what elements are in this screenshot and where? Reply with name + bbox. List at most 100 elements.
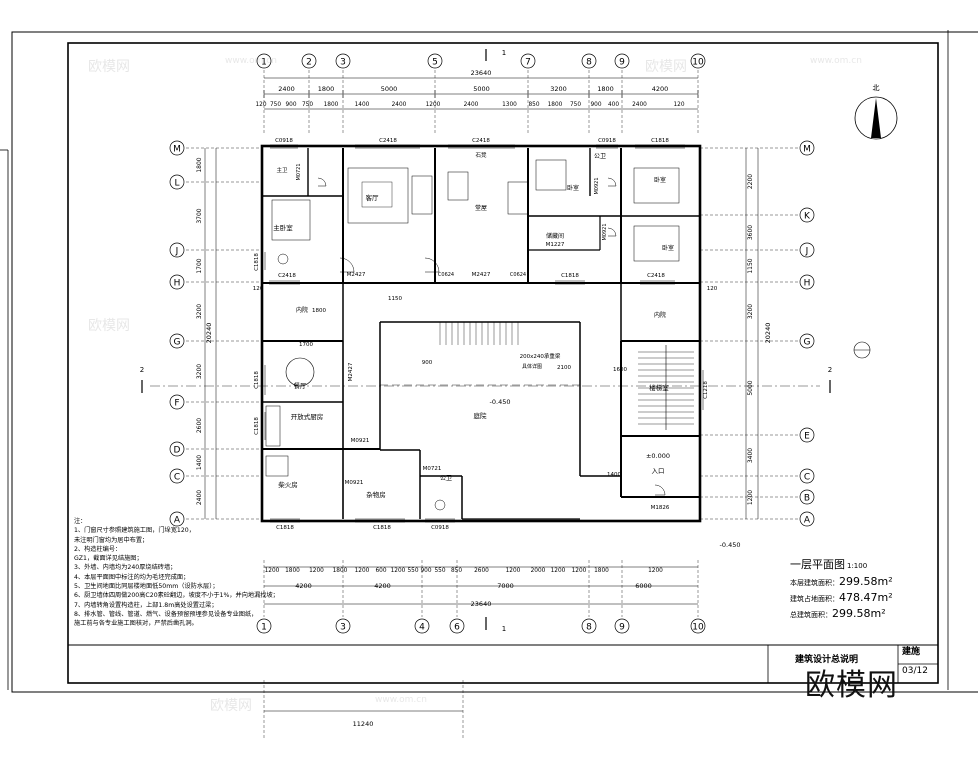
dim-bottom-row2: 1200 <box>572 568 587 574</box>
bed <box>535 159 567 191</box>
window-label: C2418 <box>379 138 397 144</box>
room-sundries: 杂物房 <box>366 490 386 499</box>
axis-left-A-bubble <box>169 511 185 527</box>
axis-top-2: 2 <box>306 58 312 68</box>
dim-top-row2: 400 <box>608 102 619 108</box>
axis-right-J-bubble <box>799 242 815 258</box>
dim-top-row1: 3200 <box>550 85 567 93</box>
dim-bottom-row2: 1200 <box>309 568 324 574</box>
dim-top-row2: 750 <box>570 102 581 108</box>
dim-top-row2: 850 <box>528 102 539 108</box>
dim-top-row2: 1400 <box>355 102 370 108</box>
axis-bottom-6-bubble <box>449 618 465 634</box>
dim-top-row2: 750 <box>270 102 281 108</box>
dim-misc: 900 <box>422 360 433 366</box>
dim-top-row2: 2400 <box>632 102 647 108</box>
axis-right-E: E <box>804 432 810 442</box>
coffee-table <box>361 181 393 208</box>
note-line: 4、本层平面图中标注的均为毛坯完成面； <box>74 573 190 581</box>
room-hall: 堂屋 <box>475 204 487 212</box>
dim-left-seg: 1400 <box>196 455 203 470</box>
watermark-url: www.om.cn <box>375 695 427 705</box>
dim-misc: 1700 <box>299 342 313 348</box>
north-arrow-icon <box>871 98 881 138</box>
window-label: C0918 <box>275 138 293 144</box>
bed <box>271 199 311 241</box>
axis-bottom-4: 4 <box>419 623 425 633</box>
door-label: M1227 <box>546 242 565 248</box>
dim-top-row2: 900 <box>590 102 601 108</box>
axis-top-2-bubble <box>301 53 317 69</box>
stat-value: 299.58m² <box>832 607 886 620</box>
axis-bottom-1-bubble <box>256 618 272 634</box>
toilet <box>434 499 446 511</box>
dim-bottom-row1: 4200 <box>374 582 391 590</box>
axis-right-H-bubble <box>799 274 815 290</box>
axis-top-7-bubble <box>520 53 536 69</box>
stat-label: 建筑占地面积： <box>790 595 839 603</box>
sofa-set <box>347 167 409 224</box>
dim-left-seg: 3700 <box>196 208 203 223</box>
watermark: 欧模网 <box>210 698 252 714</box>
dim-top-row1: 5000 <box>473 85 490 93</box>
axis-left-C: C <box>174 473 180 483</box>
bed <box>633 225 680 262</box>
dim-right-seg: 3600 <box>747 225 754 240</box>
label-beam: 200x240承重梁 <box>520 352 561 360</box>
area-stat: 总建筑面积：299.58m² <box>790 607 940 620</box>
toilet <box>277 253 289 265</box>
axis-bottom-8-bubble <box>581 618 597 634</box>
window-label: C1818 <box>373 525 391 531</box>
stat-label: 本层建筑面积： <box>790 579 839 587</box>
dim-bottom-row2: 550 <box>434 568 445 574</box>
dim-left-seg: 1800 <box>196 157 203 172</box>
dim-left-seg: 3200 <box>196 304 203 319</box>
exterior-wall <box>260 144 702 523</box>
axis-top-5-bubble <box>427 53 443 69</box>
note-line: 施工前与各专业施工图核对，严禁后凿孔洞。 <box>74 620 198 628</box>
dim-right-seg: 3400 <box>747 448 754 463</box>
axis-left-H-bubble <box>169 274 185 290</box>
window-label: C0918 <box>598 138 616 144</box>
chair-group <box>507 181 529 215</box>
dim-bottom-extra: 11240 <box>353 720 374 728</box>
room-stair: 楼梯室 <box>649 383 669 392</box>
dim-right-total: 20240 <box>764 323 772 344</box>
dim-bottom-total: 23640 <box>471 600 492 608</box>
door-swing <box>339 257 355 273</box>
dim-top-row2: 120 <box>255 102 266 108</box>
section-mark-2-right: 2 <box>828 366 832 374</box>
drawing-scale: 1:100 <box>847 562 868 570</box>
dim-misc: 2100 <box>557 365 571 371</box>
dim-bottom-row2: 550 <box>407 568 418 574</box>
axis-right-H: H <box>804 279 811 289</box>
axis-bottom-9-bubble <box>614 618 630 634</box>
note-line: 8、排水管、管线、管道、燃气、设备预留预埋参见设备专业图纸， <box>74 610 258 618</box>
window-label: C1818 <box>254 371 260 389</box>
door-swing <box>607 227 617 237</box>
door-label: M0921 <box>345 480 364 486</box>
dim-right-seg: 3200 <box>747 304 754 319</box>
axis-bottom-3-bubble <box>335 618 351 634</box>
door-label: M0721 <box>423 466 442 472</box>
site-logo: 欧模网 <box>805 668 898 703</box>
axis-left-M-bubble <box>169 140 185 156</box>
note-line: 2、构造柱编号： <box>74 545 122 553</box>
note-line: 3、外墙、内墙均为240厚烧结砖墙； <box>74 564 177 572</box>
dim-top-total: 23640 <box>471 69 492 77</box>
axis-top-8-bubble <box>581 53 597 69</box>
dim-left-seg: 2600 <box>196 418 203 433</box>
door-swing <box>654 484 666 496</box>
axis-right-J: J <box>805 247 809 257</box>
dim-top-row2: 1300 <box>502 102 517 108</box>
area-stat: 建筑占地面积：478.47m² <box>790 591 940 604</box>
watermark: 欧模网 <box>88 59 130 75</box>
dim-left-seg: 1700 <box>196 258 203 273</box>
kitchen-counter <box>265 405 281 447</box>
axis-right-M-bubble <box>799 140 815 156</box>
room-public-wc: 公卫 <box>440 475 452 482</box>
dim-bottom-row1: 7000 <box>497 582 514 590</box>
watermark-url: www.om.cn <box>225 56 277 66</box>
dim-bottom-row2: 1200 <box>648 568 663 574</box>
